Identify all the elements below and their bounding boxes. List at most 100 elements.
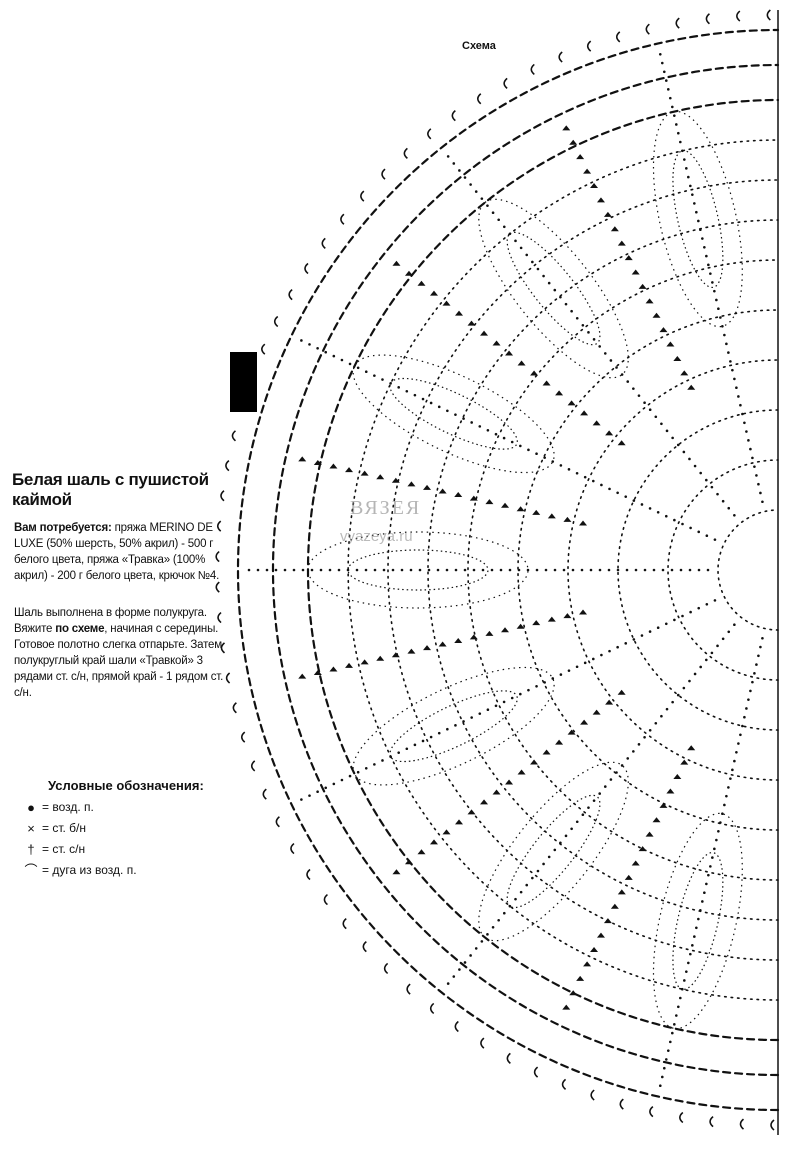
- chain-dot: [494, 432, 498, 436]
- legend-text: = ст. б/н: [42, 821, 87, 835]
- chain-dot: [634, 568, 638, 572]
- chain-dot: [478, 712, 482, 715]
- edge-arc: [275, 816, 280, 828]
- chain-dot: [324, 350, 328, 354]
- chain-dot: [670, 568, 674, 572]
- chain-dot: [711, 281, 714, 284]
- chain-dot: [478, 425, 482, 428]
- chain-dot: [707, 873, 710, 877]
- chain-dot: [620, 373, 624, 376]
- chain-dot: [598, 792, 601, 795]
- fan-stitch: [576, 975, 585, 981]
- fan-stitch: [666, 341, 675, 347]
- fan-stitch: [455, 819, 464, 825]
- chain-dot: [491, 925, 495, 929]
- chain-dot: [733, 759, 736, 763]
- edge-arc: [215, 550, 220, 563]
- pineapple-motif: [389, 690, 518, 763]
- chain-dot: [405, 747, 409, 751]
- chain-dot: [632, 750, 635, 753]
- pineapple-motif: [347, 549, 489, 591]
- fan-stitch: [485, 499, 494, 505]
- chain-dot: [300, 798, 303, 801]
- chain-dot: [697, 917, 700, 921]
- chain-dot: [587, 331, 590, 334]
- legend-text: = ст. с/н: [42, 842, 86, 856]
- chain-dot: [687, 175, 690, 179]
- fan-stitch: [501, 502, 510, 508]
- chain-dot: [575, 471, 579, 475]
- chain-dot: [710, 651, 714, 655]
- chain-dot: [660, 422, 663, 426]
- fan-stitch: [562, 125, 571, 131]
- edge-arc: [427, 128, 432, 140]
- chain-dot: [564, 834, 568, 838]
- chain-dot: [673, 1023, 676, 1026]
- chain-dot: [716, 644, 719, 648]
- chain-dot: [729, 777, 732, 780]
- legend-item-chain: ●= возд. п.: [20, 797, 204, 818]
- legend-text: = возд. п.: [42, 800, 94, 814]
- chain-dot: [332, 782, 336, 786]
- legend-item-sc: ×= ст. б/н: [20, 818, 204, 839]
- chain-dot: [675, 1014, 678, 1017]
- pineapple-motif: [352, 354, 555, 474]
- black-marker: [230, 352, 257, 412]
- chain-dot: [445, 568, 449, 572]
- chain-dot: [685, 970, 688, 973]
- fan-stitch: [592, 709, 601, 715]
- chain-dot: [308, 794, 311, 797]
- edge-arc: [250, 760, 256, 772]
- chain-dot: [751, 680, 754, 684]
- chain-dot: [470, 421, 473, 424]
- chain-dot: [660, 1075, 664, 1079]
- fan-stitch: [391, 477, 400, 483]
- fan-stitch: [610, 903, 619, 909]
- edge-arc: [679, 1111, 684, 1124]
- fan-stitch: [516, 623, 525, 629]
- chain-dot: [697, 530, 701, 534]
- chain-dot: [723, 333, 726, 337]
- fan-stitch: [576, 154, 585, 160]
- chain-dot: [671, 700, 674, 704]
- edge-arc: [533, 1066, 539, 1078]
- chain-dot: [739, 733, 742, 737]
- pineapple-motif: [652, 812, 743, 1030]
- chain-dot: [571, 568, 575, 572]
- edge-arc: [503, 77, 508, 89]
- chain-dot: [689, 610, 692, 614]
- chain-dot: [581, 813, 585, 817]
- fan-stitch: [542, 380, 551, 386]
- chain-dot: [719, 316, 722, 319]
- edge-arc: [506, 1052, 511, 1064]
- chain-dot: [687, 961, 690, 965]
- watermark-logo: ВЯЗЕЯ: [350, 497, 422, 519]
- chain-dot: [564, 302, 568, 306]
- pineapple-motif: [672, 150, 724, 289]
- edge-arc: [381, 168, 386, 180]
- chain-dot: [364, 568, 368, 572]
- chain-dot: [759, 491, 762, 495]
- edge-arc: [323, 893, 328, 906]
- chain-dot: [743, 715, 746, 719]
- fan-stitch: [417, 849, 426, 855]
- fan-stitch: [603, 211, 612, 217]
- fan-stitch: [429, 290, 438, 296]
- chain-dot: [373, 763, 376, 766]
- chain-dot: [643, 568, 647, 572]
- chain-dot: [660, 714, 663, 718]
- chain-dot: [598, 568, 602, 572]
- fan-stitch: [492, 789, 501, 795]
- chain-dot: [673, 114, 676, 117]
- fan-stitch: [659, 802, 668, 808]
- chain-dot: [643, 401, 646, 404]
- fan-stitch: [638, 283, 647, 289]
- chain-dot: [486, 428, 490, 432]
- chain-dot: [643, 736, 646, 739]
- edge-arc: [220, 490, 225, 502]
- chain-dot: [704, 658, 708, 662]
- chain-dot: [600, 483, 603, 487]
- chain-dot: [527, 688, 530, 692]
- fan-stitch: [596, 932, 605, 938]
- chain-dot: [679, 568, 683, 572]
